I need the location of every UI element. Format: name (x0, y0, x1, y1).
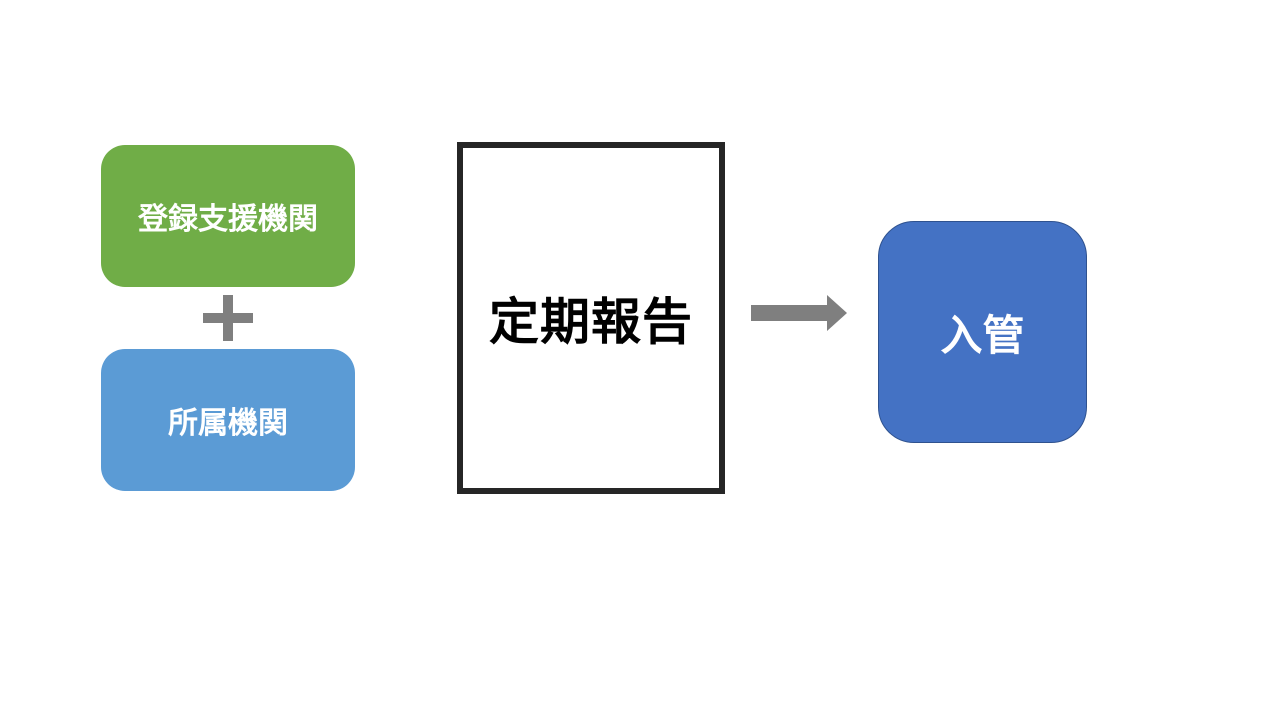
immigration-box: 入管 (878, 221, 1087, 443)
report-label: 定期報告 (489, 293, 693, 351)
plus-icon (203, 295, 253, 341)
report-document: 定期報告 (457, 142, 725, 494)
right-arrow-icon (751, 295, 847, 331)
plus-vertical-bar (223, 295, 233, 341)
affiliated-org-box: 所属機関 (101, 349, 355, 491)
affiliated-org-label: 所属機関 (168, 406, 288, 441)
immigration-label: 入管 (940, 310, 1025, 360)
support-org-box: 登録支援機関 (101, 145, 355, 287)
support-org-label: 登録支援機関 (138, 202, 318, 237)
